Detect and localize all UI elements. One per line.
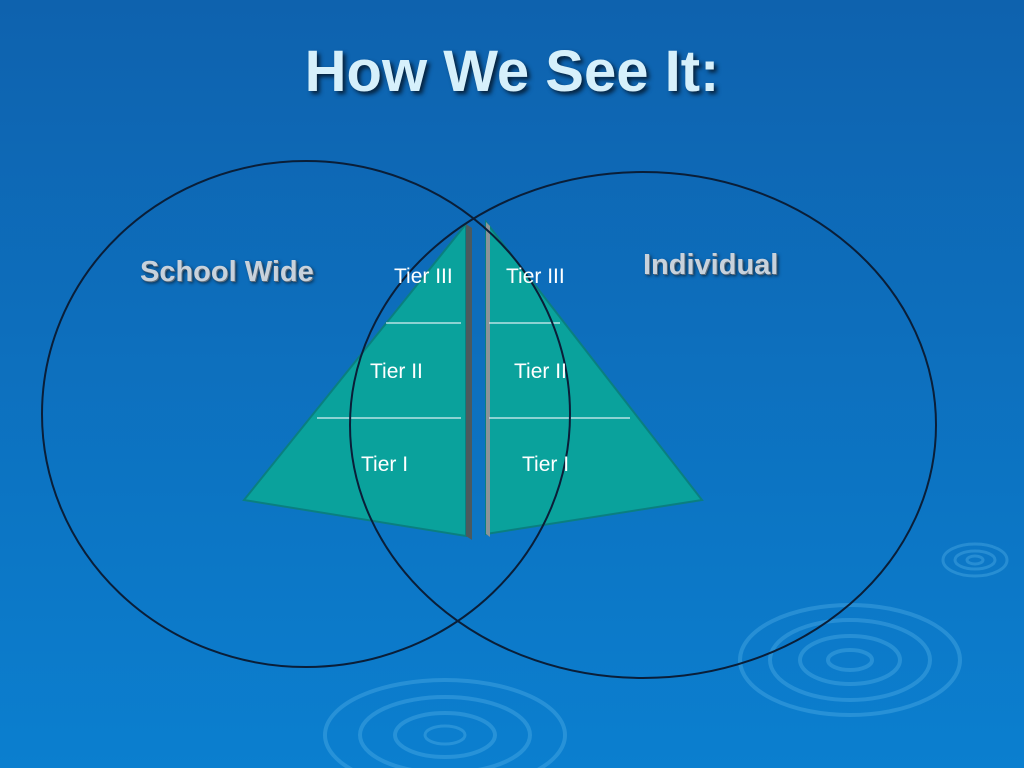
individual-label: Individual (643, 249, 779, 281)
right-tier-2-label: Tier II (514, 360, 567, 383)
ripple-decoration (323, 542, 1009, 768)
school-wide-circle (41, 160, 571, 668)
school-wide-label: School Wide (140, 256, 314, 288)
right-tier-1-label: Tier I (522, 453, 570, 476)
left-tier-2-label: Tier II (370, 360, 423, 383)
individual-circle (349, 171, 937, 679)
left-tier-1-label: Tier I (361, 453, 409, 476)
right-tier-3-label: Tier III (506, 265, 565, 288)
slide-title: How We See It: (304, 39, 720, 104)
left-tier-3-label: Tier III (394, 265, 453, 288)
right-pyramid (485, 219, 704, 537)
